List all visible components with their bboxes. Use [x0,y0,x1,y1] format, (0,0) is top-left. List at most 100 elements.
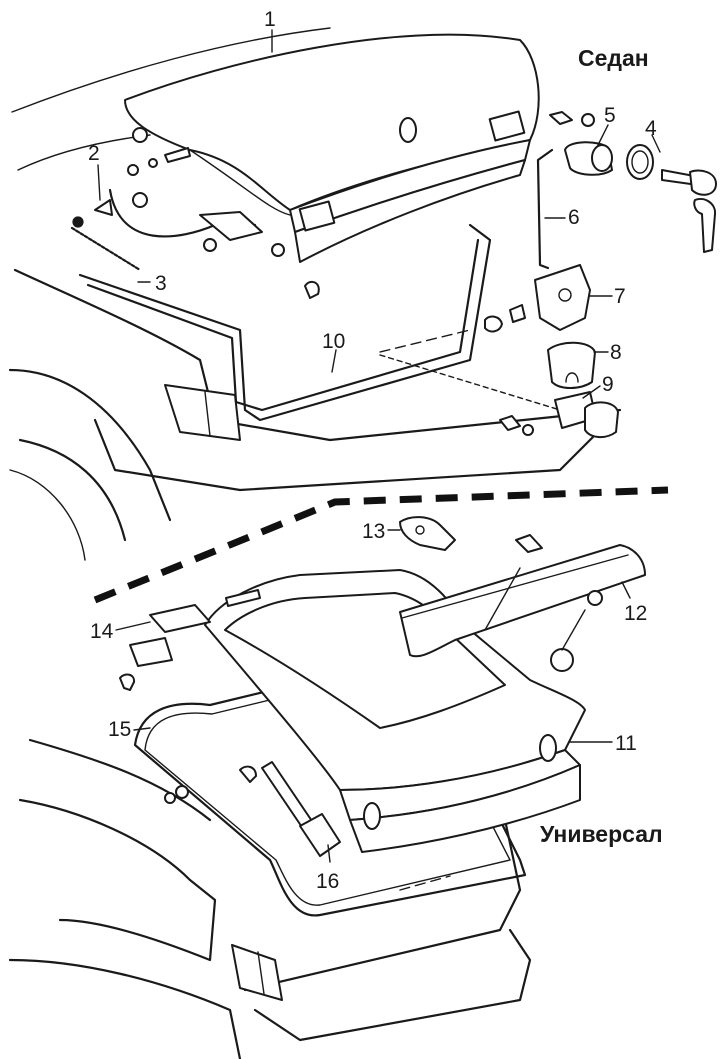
spoiler-grommet [587,590,603,606]
sedan-wheel-arch [9,469,86,561]
callout-4: 4 [645,117,657,140]
strut-ball-stud-2 [164,792,176,804]
wagon-hinge [149,604,211,633]
striker-bolt [499,415,521,431]
lock-bolt [549,111,573,125]
wagon-taillight-lens [257,951,265,995]
leader-2 [97,164,101,201]
tailgate-panel [349,764,581,853]
callout-12: 12 [624,602,647,625]
hinge-washer [148,158,158,168]
latch-pivot [558,288,572,302]
striker-guide [379,354,561,411]
wagon-taillight [231,944,283,1001]
torsion-spring [70,226,142,272]
tailgate-bracket-hole [415,525,425,535]
callout-16: 16 [316,870,339,893]
leader-16 [327,844,331,863]
wagon-body-side [8,958,242,1059]
latch-cover-slot [565,372,579,383]
trunk-emblem [399,117,417,143]
hinge-bolt [132,127,148,143]
striker-washer [522,424,534,436]
callout-numbers: 1 2 3 4 5 6 7 8 9 10 11 12 13 14 15 16 [88,8,657,893]
trunk-seal-dash [379,329,471,353]
gas-strut-mount [239,765,257,783]
sedan-bumper [93,418,602,492]
wagon-view [8,516,646,1059]
sedan-roof-line [11,27,331,113]
callout-leaders [97,29,661,863]
hinge-clip [132,192,148,208]
spring-clip [94,199,113,216]
wagon-bumper [253,928,532,1042]
leader-5 [597,124,609,146]
wagon-hinge-pin [225,589,261,607]
gas-strut-lower [299,813,341,857]
wagon-label: Универсал [540,821,663,847]
callout-13: 13 [362,520,385,543]
hinge-bracket [199,211,263,241]
spring-end [72,216,84,228]
sedan-label: Седан [578,45,649,71]
callout-5: 5 [604,104,616,127]
trunk-lid-edge [189,149,291,216]
trunk-plate-light-left [298,200,336,232]
spoiler-edge [401,554,629,619]
spoiler [399,544,646,658]
sedan-taillight [164,384,241,441]
wagon-roof [28,738,212,822]
latch-nut [484,315,503,333]
lock-ring-inner [631,150,649,174]
callout-1: 1 [264,8,276,31]
wagon-hinge-plate [129,637,173,667]
sedan-taillight-lens [204,391,211,437]
callout-14: 14 [90,620,114,643]
lock-cylinder-face [591,144,613,172]
callout-10: 10 [322,330,345,353]
trunk-lid-panel [294,159,526,263]
lock-rod [536,148,554,270]
latch [534,264,591,331]
leader-14 [115,621,151,631]
spoiler-cap [550,648,574,672]
spoiler-cap-cord [561,609,586,651]
tailgate-seal-dash [399,875,451,891]
wagon-side-window [18,798,217,962]
wagon-hinge-screw [119,673,136,691]
key-head [689,169,717,196]
callout-6: 6 [568,206,580,229]
sedan-body-side [13,268,622,442]
callout-15: 15 [108,718,131,741]
trunk-plate-light-right [488,110,526,142]
striker-plate [584,401,619,438]
trunk-seal [78,223,492,422]
trunk-seal-inner [86,238,480,412]
callout-9: 9 [602,373,614,396]
callout-3: 3 [155,272,167,295]
tailgate-lock [539,734,557,762]
latch-cover [547,341,596,389]
hinge-bushing [203,238,217,252]
wagon-rear-panel [243,818,522,992]
latch-washer [509,304,526,323]
section-divider [93,486,669,604]
spoiler-pin [515,534,543,553]
lock-washer [581,113,595,127]
sedan-rear-fender [8,368,172,522]
hinge-screw [164,147,191,163]
leader-15 [133,727,151,731]
tailgate-hinge-lower [363,802,381,830]
tailgate-bracket [399,516,456,551]
buffer [304,280,320,299]
strut-ball-stud [175,785,189,799]
leader-12 [621,581,631,599]
hinge-bushing-2 [271,243,285,257]
callout-11: 11 [615,732,637,755]
leader-10 [331,349,337,373]
hinge-arm [108,188,257,238]
leader-9 [582,385,601,399]
callout-7: 7 [614,285,626,308]
